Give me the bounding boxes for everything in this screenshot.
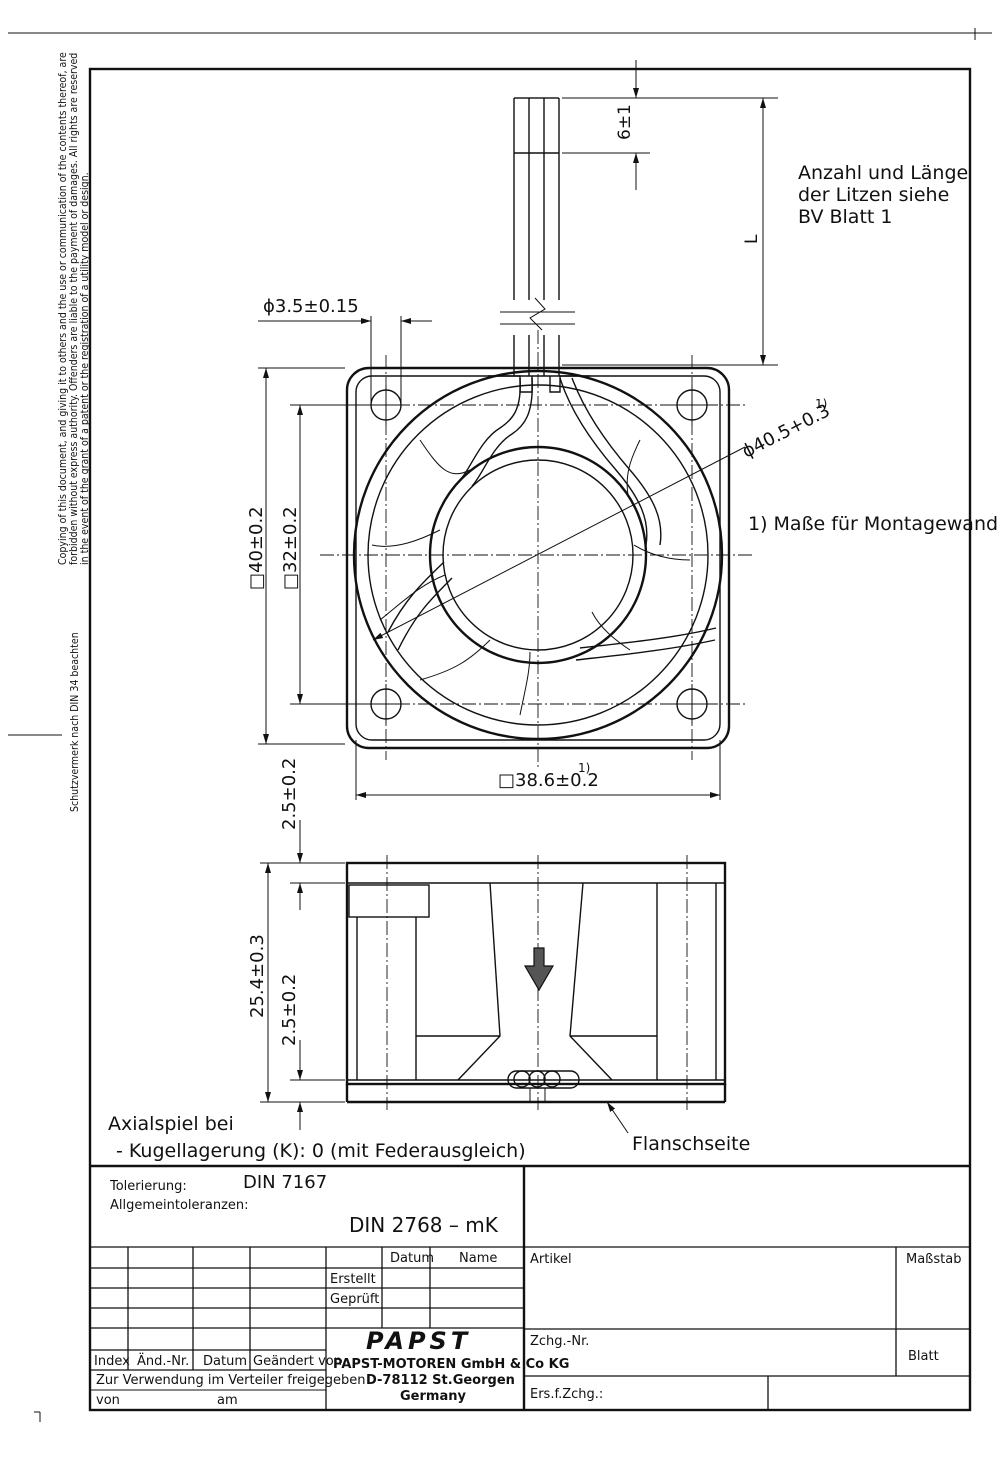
dim-flange-top-label: 2.5±0.2 xyxy=(279,758,300,830)
dim-lead-offset: 6±1 xyxy=(562,60,650,190)
company-country: Germany xyxy=(400,1389,466,1404)
copyright-line-1: Copying of this document, and giving it … xyxy=(57,52,69,565)
airflow-arrow-icon xyxy=(523,947,555,992)
note-leads-line-1: Anzahl und Länge xyxy=(798,162,968,184)
note-leads-line-2: der Litzen siehe xyxy=(798,184,949,206)
note-leads: Anzahl und Länge der Litzen siehe BV Bla… xyxy=(798,162,968,228)
sheet-label: Blatt xyxy=(908,1349,939,1364)
rev-change-no: Änd.-Nr. xyxy=(137,1353,189,1369)
lead-exit-channel xyxy=(488,375,590,393)
release-line: Zur Verwendung im Verteiler freigegeben xyxy=(96,1373,366,1388)
dim-hole-label: ϕ3.5±0.15 xyxy=(263,296,359,317)
dim-lead-length: L xyxy=(562,97,778,366)
note-axial-play: Axialspiel bei - Kugellagerung (K): 0 (m… xyxy=(108,1113,526,1162)
dim-diameter-footnote: 1) xyxy=(815,397,827,411)
dim-height-label: 25.4±0.3 xyxy=(247,934,268,1018)
dim-hole: ϕ3.5±0.15 xyxy=(258,296,432,405)
note-axial-line-2: - Kugellagerung (K): 0 (mit Federausglei… xyxy=(116,1140,526,1162)
sheet-trim-marks xyxy=(8,28,992,1422)
copyright-line-3: in the event of the grant of a patent or… xyxy=(79,172,91,565)
replacement-label: Ers.f.Zchg.: xyxy=(530,1387,603,1402)
row-checked: Geprüft xyxy=(330,1292,379,1307)
dim-flange-bottom-label: 2.5±0.2 xyxy=(279,974,300,1046)
fan-struts xyxy=(387,377,717,661)
dim-lead-offset-label: 6±1 xyxy=(615,104,635,140)
side-view-lead-bundle xyxy=(507,1070,580,1102)
dim-frame-width-label: □38.6±0.2 xyxy=(498,770,599,791)
release-from: von xyxy=(96,1393,120,1408)
tolerance-value: DIN 7167 xyxy=(243,1172,327,1193)
title-block xyxy=(90,1164,970,1410)
dim-height: 25.4±0.3 xyxy=(247,863,345,1103)
flange-side-label: Flanschseite xyxy=(632,1133,750,1155)
fan-blades xyxy=(371,439,691,716)
fan-side-view xyxy=(345,855,727,1110)
protection-note: Schutzvermerk nach DIN 34 beachten xyxy=(69,632,81,812)
company-address: D-78112 St.Georgen xyxy=(366,1373,515,1388)
fan-leads xyxy=(500,97,575,376)
side-view-lead-block xyxy=(348,884,430,918)
dim-outer-square-label: □40±0.2 xyxy=(246,506,267,590)
dim-outer-square: □40±0.2 xyxy=(246,367,345,745)
note-leads-line-3: BV Blatt 1 xyxy=(798,206,892,228)
dim-hole-spacing: □32±0.2 xyxy=(280,404,375,705)
rev-date: Datum xyxy=(203,1354,247,1369)
company-name: PAPST-MOTOREN GmbH & Co KG xyxy=(333,1357,569,1372)
note-axial-line-1: Axialspiel bei xyxy=(108,1113,234,1135)
row-created: Erstellt xyxy=(330,1272,376,1287)
general-tolerance-value: DIN 2768 – mK xyxy=(349,1213,499,1237)
dim-frame-width: □38.6±0.2 1) xyxy=(355,740,721,800)
rev-index: Index xyxy=(94,1354,130,1369)
flange-side-callout: Flanschseite xyxy=(606,1101,750,1155)
company-logo: PAPST xyxy=(366,1327,471,1355)
rev-changed-by: Geändert von xyxy=(253,1354,342,1369)
dim-flange-top: 2.5±0.2 xyxy=(260,758,345,910)
dim-lead-length-label: L xyxy=(742,234,762,244)
drawing-no-label: Zchg.-Nr. xyxy=(530,1334,589,1349)
tolerance-label: Tolerierung: xyxy=(109,1179,187,1194)
copyright-line-2: forbidden without express authority. Off… xyxy=(68,53,80,565)
release-at: am xyxy=(217,1393,238,1408)
article-label: Artikel xyxy=(530,1252,572,1267)
drawing-frame xyxy=(88,67,972,1412)
col-name: Name xyxy=(459,1251,497,1266)
general-tolerance-label: Allgemeintoleranzen: xyxy=(110,1198,249,1213)
note-footnote: 1) Maße für Montagewand xyxy=(748,513,998,535)
dim-flange-bottom: 2.5±0.2 xyxy=(279,974,345,1130)
dim-frame-footnote: 1) xyxy=(578,761,590,775)
copyright-note: Copying of this document, and giving it … xyxy=(57,52,91,565)
dim-hole-spacing-label: □32±0.2 xyxy=(280,506,301,590)
fan-front-view xyxy=(320,330,755,770)
col-datum: Datum xyxy=(390,1251,434,1266)
side-view-outline xyxy=(345,861,727,1086)
scale-label: Maßstab xyxy=(906,1252,961,1267)
